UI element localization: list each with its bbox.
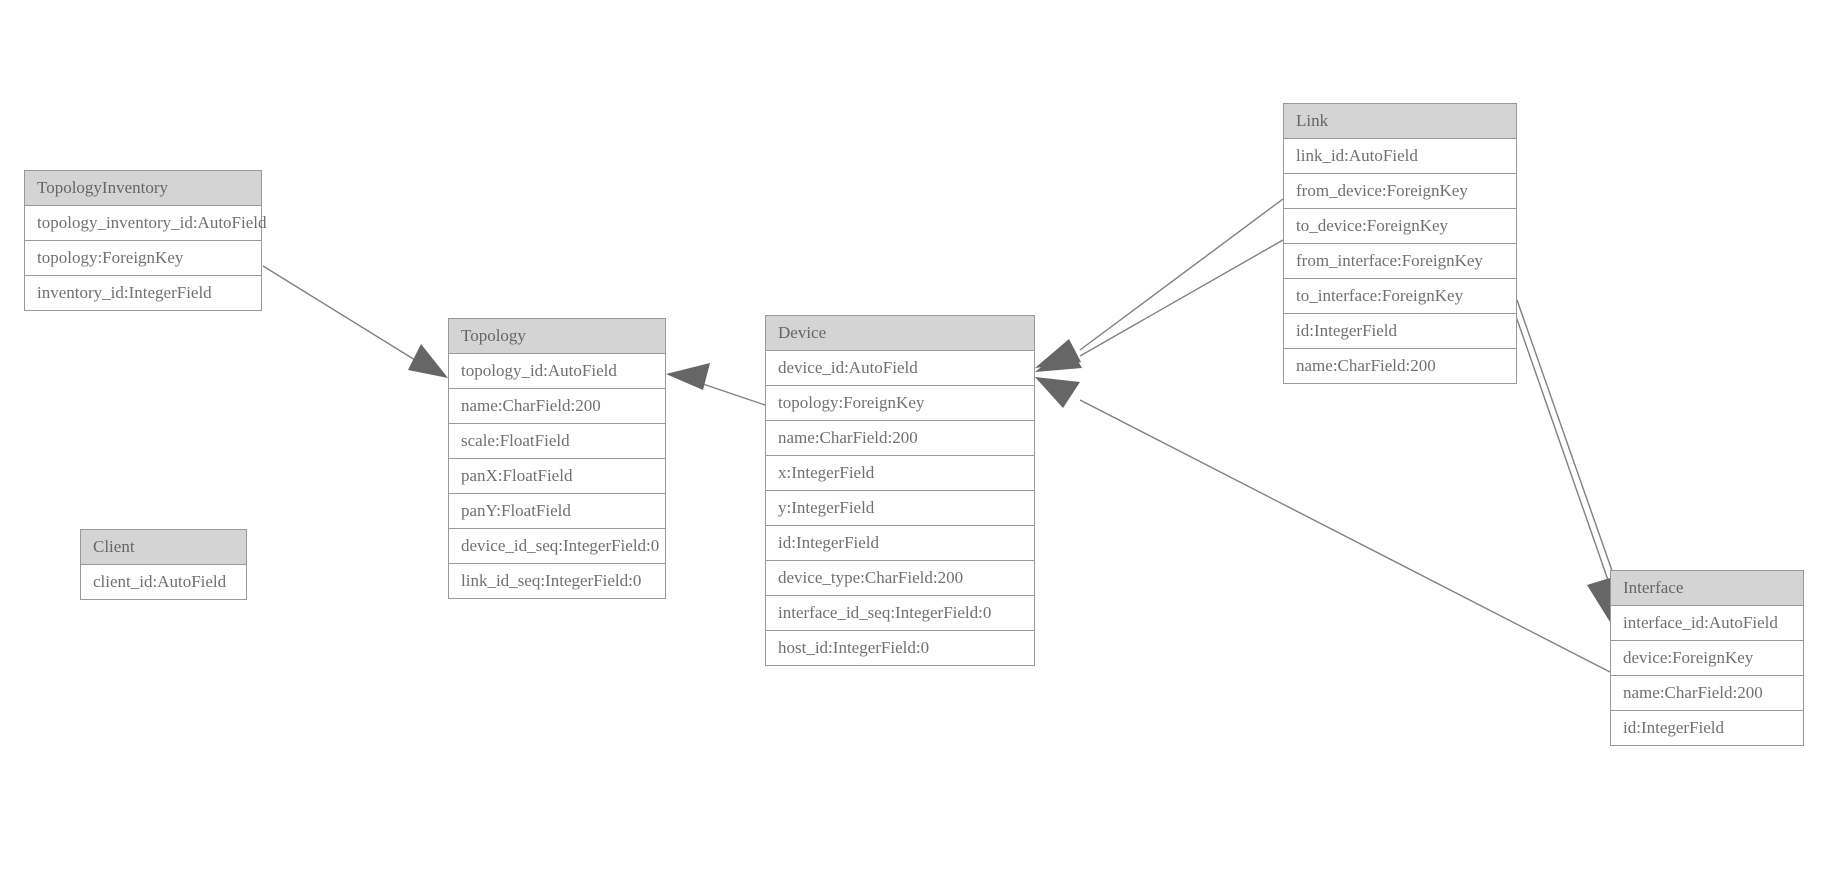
entity-attribute: scale:FloatField: [449, 424, 665, 459]
entity-attribute: interface_id:AutoField: [1611, 606, 1803, 641]
entity-attribute: from_device:ForeignKey: [1284, 174, 1516, 209]
entity-attribute: device_type:CharField:200: [766, 561, 1034, 596]
entity-attribute: name:CharField:200: [449, 389, 665, 424]
entity-attribute: panY:FloatField: [449, 494, 665, 529]
entity-attribute: x:IntegerField: [766, 456, 1034, 491]
entity-attribute: link_id:AutoField: [1284, 139, 1516, 174]
edge-link-to-device: [1035, 239, 1284, 372]
entity-attribute: y:IntegerField: [766, 491, 1034, 526]
entity-attribute: interface_id_seq:IntegerField:0: [766, 596, 1034, 631]
entity-attribute: client_id:AutoField: [81, 565, 246, 599]
edge-device-topology: [666, 363, 766, 406]
edge-link-from-interface: [1503, 281, 1613, 622]
entity-attribute: device:ForeignKey: [1611, 641, 1803, 676]
entity-title-topology: Topology: [449, 319, 665, 354]
entity-attribute: to_interface:ForeignKey: [1284, 279, 1516, 314]
edge-interface-device: [1035, 377, 1611, 673]
entity-attribute: topology_id:AutoField: [449, 354, 665, 389]
entity-attribute: name:CharField:200: [1284, 349, 1516, 383]
entity-attribute: panX:FloatField: [449, 459, 665, 494]
entity-title-link: Link: [1284, 104, 1516, 139]
entity-attribute: id:IntegerField: [1284, 314, 1516, 349]
entity-attribute: to_device:ForeignKey: [1284, 209, 1516, 244]
entity-attribute: from_interface:ForeignKey: [1284, 244, 1516, 279]
entity-attribute: id:IntegerField: [1611, 711, 1803, 745]
edge-topologyinventory-topology: [262, 265, 448, 378]
entity-title-client: Client: [81, 530, 246, 565]
edge-link-from-device: [1035, 198, 1284, 368]
entity-title-interface: Interface: [1611, 571, 1803, 606]
entity-attribute: id:IntegerField: [766, 526, 1034, 561]
entity-attribute: inventory_id:IntegerField: [25, 276, 261, 310]
entity-attribute: name:CharField:200: [766, 421, 1034, 456]
entity-attribute: topology_inventory_id:AutoField: [25, 206, 267, 241]
entity-attribute: topology:ForeignKey: [766, 386, 1034, 421]
entity-attribute: device_id:AutoField: [766, 351, 1034, 386]
entity-attribute: link_id_seq:IntegerField:0: [449, 564, 665, 598]
entity-title-device: Device: [766, 316, 1034, 351]
entity-attribute: name:CharField:200: [1611, 676, 1803, 711]
entity-attribute: host_id:IntegerField:0: [766, 631, 1034, 665]
edge-link-to-interface: [1516, 299, 1618, 624]
entity-attribute: device_id_seq:IntegerField:0: [449, 529, 665, 564]
entity-attribute: topology:ForeignKey: [25, 241, 261, 276]
entity-title-topology_inventory: TopologyInventory: [25, 171, 261, 206]
